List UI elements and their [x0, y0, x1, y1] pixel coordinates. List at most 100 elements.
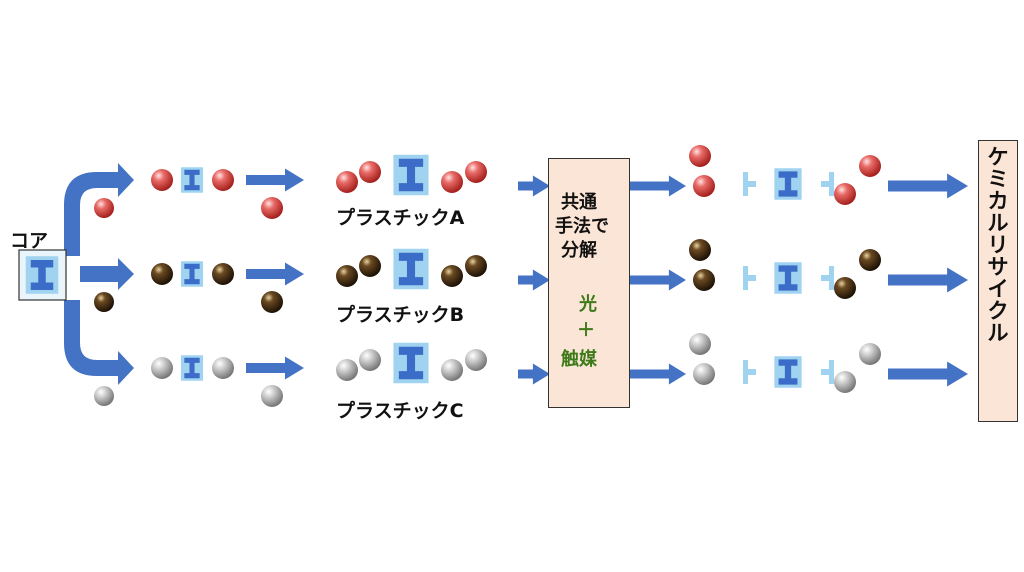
row-1-loose-ball [94, 198, 114, 218]
row-3-loose-ball-2 [261, 385, 283, 407]
row-2-core-small [180, 261, 204, 287]
row-3-arrow-2 [246, 356, 304, 380]
core-i-shape [30, 260, 54, 290]
tee-stem [821, 369, 829, 375]
row-3-loose-ball [94, 386, 114, 406]
row-1-core-large [393, 154, 429, 196]
tee-bar [829, 172, 834, 196]
plastic-a-label: プラスチックA [336, 207, 465, 229]
row-2-ball [693, 269, 715, 291]
row-1-arrow-3 [518, 175, 550, 197]
branch-arrow-middle [80, 258, 134, 290]
row-2-ball [689, 239, 711, 261]
row-2-arrow-4 [630, 269, 686, 291]
core-i-shape [184, 357, 200, 379]
row-3-core-small [180, 355, 204, 381]
row-1-tee-left [743, 172, 756, 196]
row-1-ball [693, 175, 715, 197]
row-2-loose-ball [94, 292, 114, 312]
plastic-b-label: プラスチックB [336, 304, 465, 326]
row-1-ball [336, 171, 358, 193]
row-1-ball [151, 169, 173, 191]
result-char: リ [987, 233, 1009, 257]
row-1-tee-right [821, 172, 834, 196]
core-i-shape [184, 169, 200, 191]
tee-bar [829, 360, 834, 384]
core-icon [25, 256, 59, 294]
result-char: ミ [987, 167, 1009, 191]
row-3-ball [465, 349, 487, 371]
row-3-ball [359, 349, 381, 371]
tee-stem [821, 275, 829, 281]
core-i-shape [398, 346, 424, 380]
tee-bar [829, 266, 834, 290]
row-2-ball [336, 265, 358, 287]
row-1-ball [834, 183, 856, 205]
result-char: ケ [987, 145, 1009, 169]
result-char: ル [987, 211, 1009, 235]
row-1-core-small [180, 167, 204, 193]
tee-bar [743, 360, 748, 384]
result-char: ル [987, 321, 1009, 345]
row-3-ball [693, 363, 715, 385]
row-1-ball [859, 155, 881, 177]
row-3-arrow-4 [630, 363, 686, 385]
row-3-ball [441, 359, 463, 381]
core-i-shape [184, 263, 200, 285]
row-2-ball [465, 255, 487, 277]
core-i-shape [398, 158, 424, 192]
row-2-arrow-2 [246, 262, 304, 286]
row-2-loose-ball-2 [261, 291, 283, 313]
row-3-ball [336, 359, 358, 381]
row-2-tee-left [743, 266, 756, 290]
row-1-ball [465, 161, 487, 183]
row-1-ball [212, 169, 234, 191]
row-2-arrow-3 [518, 269, 550, 291]
method-light: 光 [579, 294, 597, 315]
row-1-ball [441, 171, 463, 193]
core-i-shape [778, 171, 798, 197]
row-3-ball [151, 357, 173, 379]
row-1-ball [359, 161, 381, 183]
row-3-tee-right [821, 360, 834, 384]
row-3-core-free [774, 356, 802, 388]
row-2-tee-right [821, 266, 834, 290]
row-3-core-large [393, 342, 429, 384]
result-char: ク [987, 299, 1009, 323]
result-char: カ [987, 189, 1009, 213]
tee-stem [748, 275, 756, 281]
row-3-ball [834, 371, 856, 393]
core-i-shape [398, 252, 424, 286]
row-1-arrow-2 [246, 168, 304, 192]
core-label: コア [10, 230, 49, 252]
plastic-c-label: プラスチックC [336, 400, 464, 422]
row-1-arrow-5 [888, 173, 968, 199]
tee-stem [821, 181, 829, 187]
row-2-ball [441, 265, 463, 287]
row-1-loose-ball-2 [261, 197, 283, 219]
row-2-core-free [774, 262, 802, 294]
row-2-arrow-5 [888, 267, 968, 293]
row-3-arrow-5 [888, 361, 968, 387]
result-char: サ [987, 255, 1009, 279]
branch-arrow-top [64, 163, 134, 256]
row-2-ball [359, 255, 381, 277]
row-2-ball [151, 263, 173, 285]
result-box [978, 140, 1018, 422]
result-label: ケミカルリサイクル [978, 146, 1018, 344]
row-3-arrow-3 [518, 363, 550, 385]
row-3-ball [212, 357, 234, 379]
row-3-tee-left [743, 360, 756, 384]
tee-stem [748, 369, 756, 375]
row-2-ball [834, 277, 856, 299]
result-char: イ [987, 277, 1009, 301]
row-2-ball [212, 263, 234, 285]
row-1-arrow-4 [630, 175, 686, 197]
branch-arrow-bottom [64, 300, 134, 385]
row-1-ball [689, 145, 711, 167]
tee-stem [748, 181, 756, 187]
row-2-core-large [393, 248, 429, 290]
method-line1: 共通 [561, 192, 597, 213]
method-box [548, 158, 630, 408]
